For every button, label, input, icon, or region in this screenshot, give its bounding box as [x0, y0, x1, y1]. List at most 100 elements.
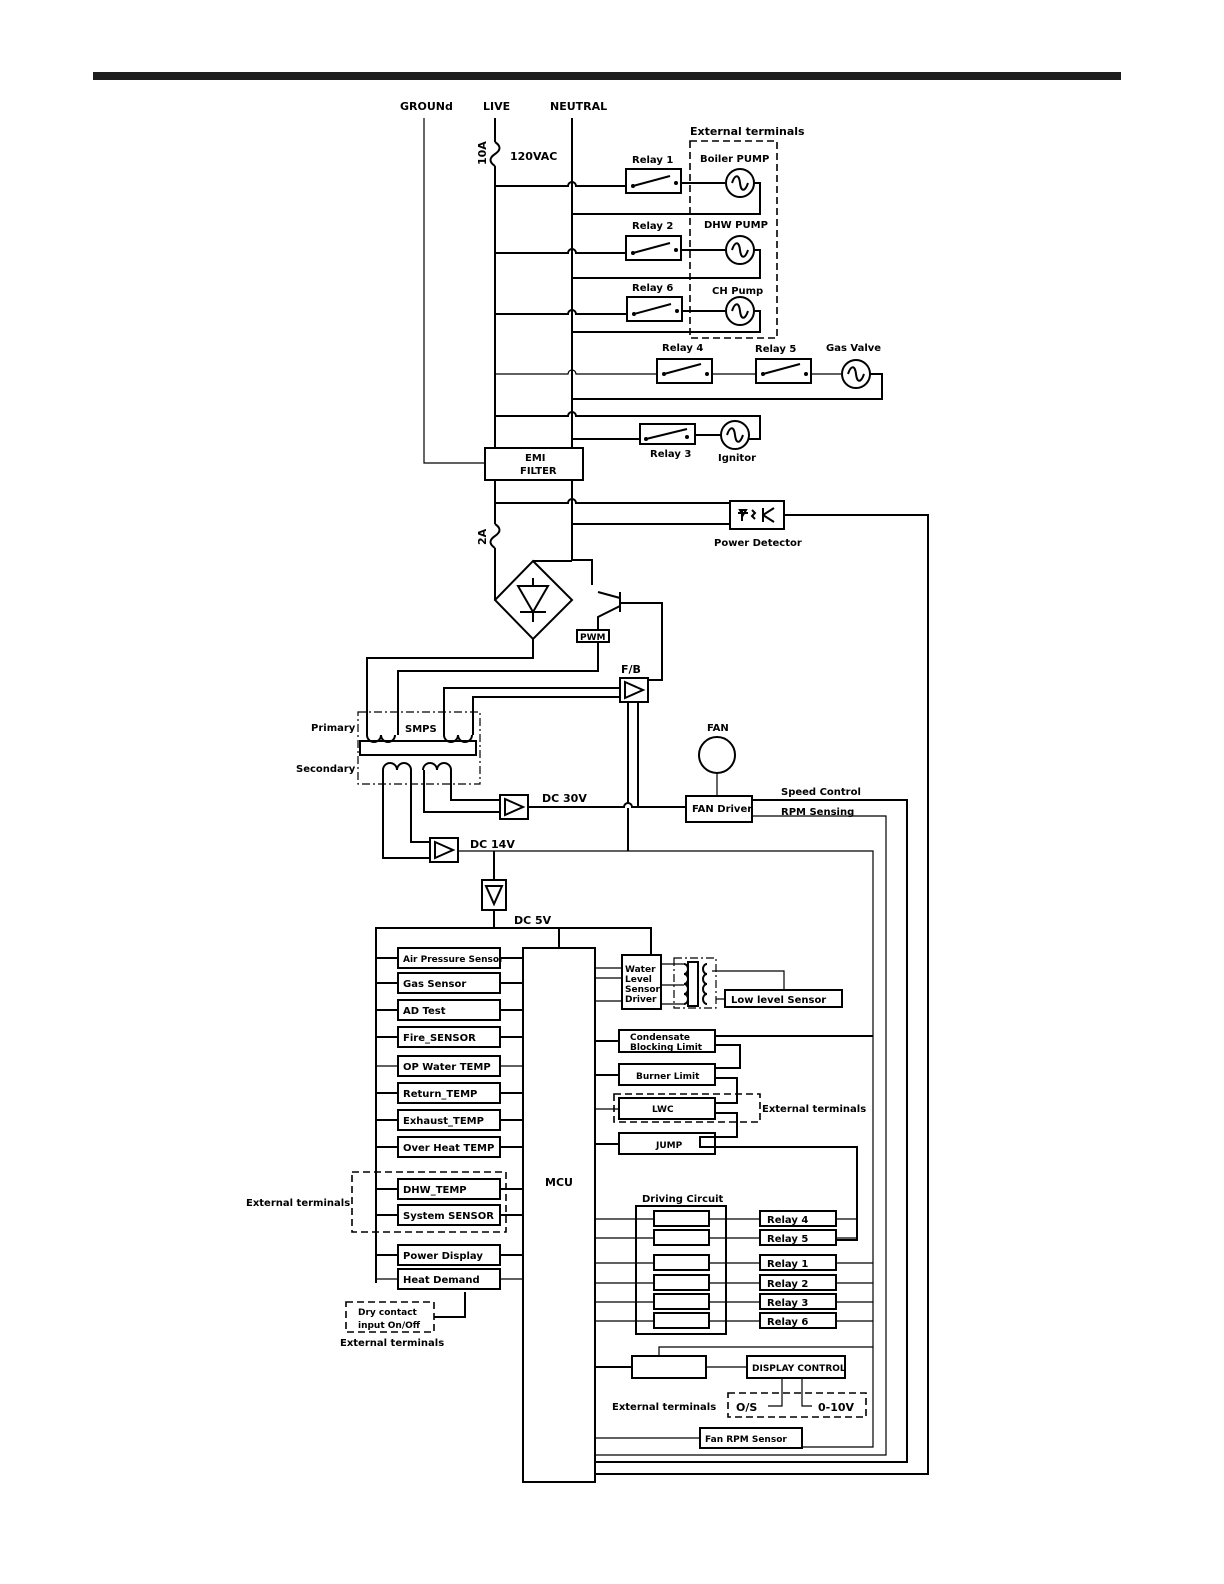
display-ext-label: External terminals: [612, 1402, 716, 1413]
relay-box: [759, 1229, 837, 1246]
external-terminals-sensors-box: [351, 1171, 507, 1233]
external-terminals-sensors-label: External terminals: [246, 1198, 350, 1209]
driver-box: [653, 1312, 710, 1329]
sensor-box: [397, 1026, 501, 1048]
sensor-item: OP Water TEMP: [376, 1055, 523, 1077]
speed-control-label: Speed Control: [781, 787, 861, 798]
sensor-item: Air Pressure Sensor: [376, 947, 523, 969]
sensor-label: Return_TEMP: [403, 1089, 477, 1100]
relay-label: Relay 3: [767, 1298, 808, 1309]
driver-row: Relay 5: [595, 1229, 857, 1246]
burner-limit-label: Burner Limit: [636, 1072, 700, 1082]
sensor-box: [397, 999, 501, 1021]
sensor-box: [397, 972, 501, 994]
fuse-2a-icon: [489, 523, 501, 549]
dry-contact-input: Dry contact input On/Off External termin…: [340, 1292, 466, 1349]
relay-box: [759, 1312, 837, 1329]
relay-2-label: Relay 2: [632, 221, 673, 232]
sensor-item: Power Display: [376, 1244, 523, 1266]
optocoupler-icon: [729, 500, 785, 530]
sensor-label: Power Display: [403, 1251, 483, 1262]
driver-box: [653, 1254, 710, 1271]
dhw-pump-circuit: Relay 2 DHW PUMP: [495, 220, 768, 279]
sensor-label: DHW_TEMP: [403, 1185, 467, 1196]
os-label: O/S: [736, 1401, 757, 1414]
relay-1-label: Relay 1: [632, 155, 673, 166]
mcu-label: MCU: [545, 1176, 573, 1189]
sensor-item: Gas Sensor: [376, 972, 523, 994]
mains-section: GROUNd LIVE NEUTRAL 10A 120VAC: [400, 100, 607, 464]
relay-label: Relay 6: [767, 1317, 808, 1328]
sensor-box: [397, 1082, 501, 1104]
condensate-label-2: Blocking Limit: [630, 1043, 703, 1053]
power-detector-label: Power Detector: [714, 538, 802, 549]
display-control: DISPLAY CONTROL External terminals O/S 0…: [595, 1346, 873, 1449]
sensor-box: [397, 1109, 501, 1131]
ch-pump-icon: [725, 296, 755, 326]
sensor-item: Over Heat TEMP: [376, 1136, 523, 1158]
sensor-label: Air Pressure Sensor: [403, 955, 504, 965]
sensor-label: Heat Demand: [403, 1275, 480, 1286]
wl-line-2: Level: [625, 975, 652, 985]
dry-contact-label-2: input On/Off: [358, 1321, 421, 1331]
driver-box: [653, 1229, 710, 1246]
sensor-item: Return_TEMP: [376, 1082, 523, 1104]
relay-5-switch: [755, 358, 812, 384]
fuse-10a-label: 10A: [476, 141, 489, 165]
rpm-sensing-label: RPM Sensing: [781, 807, 854, 818]
relay-box: [759, 1210, 837, 1227]
fb-label: F/B: [621, 663, 641, 676]
fuse-10a-icon: [489, 141, 501, 167]
smps-label: SMPS: [405, 724, 437, 735]
secondary-label: Secondary: [296, 764, 356, 775]
lwc-ext-label: External terminals: [762, 1104, 866, 1115]
driver-row: Relay 6: [595, 1312, 873, 1329]
emi-filter-label-1: EMI: [525, 453, 546, 464]
ignitor-circuit: Relay 3 Ignitor: [495, 411, 761, 464]
dry-contact-ext-label: External terminals: [340, 1338, 444, 1349]
sensor-label: Gas Sensor: [403, 979, 466, 990]
jump-label: JUMP: [655, 1141, 683, 1151]
sensor-item: System SENSOR: [376, 1204, 523, 1226]
driver-row: Relay 3: [595, 1293, 873, 1310]
neutral-label: NEUTRAL: [550, 100, 607, 113]
dry-contact-label-1: Dry contact: [358, 1308, 418, 1318]
ch-pump-circuit: Relay 6 CH Pump: [495, 283, 763, 333]
relay-label: Relay 4: [767, 1215, 808, 1226]
relay-3-top-label: Relay 3: [650, 449, 691, 460]
pwm-box: [576, 629, 610, 643]
driver-box: [653, 1274, 710, 1291]
emi-filter: EMI FILTER: [484, 447, 584, 481]
water-level-sensor-driver: Water Level Sensor Driver Low level Sens…: [595, 954, 843, 1010]
pwm-switch: PWM: [397, 591, 663, 735]
ground-wire: [423, 118, 485, 464]
boiler-pump-circuit: Relay 1 Boiler PUMP: [495, 154, 769, 215]
fan-icon: [698, 736, 736, 774]
wl-line-3: Sensor: [625, 985, 661, 995]
gas-valve-circuit: Relay 4 Relay 5 Gas Valve: [495, 343, 883, 400]
dc5-label: DC 5V: [514, 914, 552, 927]
sensor-item: Heat Demand: [376, 1268, 523, 1290]
live-label: LIVE: [483, 100, 510, 113]
wl-line-4: Driver: [625, 995, 657, 1005]
dc30-regulator: DC 30V: [499, 792, 686, 820]
gas-valve-label: Gas Valve: [826, 343, 881, 354]
fan-driver-label: FAN Driver: [692, 804, 752, 815]
sensor-label: Fire_SENSOR: [403, 1033, 476, 1044]
ch-pump-label: CH Pump: [712, 286, 763, 297]
driver-row: Relay 4: [595, 1210, 857, 1227]
ignitor-label: Ignitor: [718, 453, 756, 464]
dc30-label: DC 30V: [542, 792, 587, 805]
dc14-label: DC 14V: [470, 838, 515, 851]
external-terminals-pumps-label: External terminals: [690, 125, 805, 138]
relay-4-top-label: Relay 4: [662, 343, 703, 354]
dc5-regulator: DC 5V: [375, 879, 652, 1283]
driving-circuit-label: Driving Circuit: [642, 1194, 724, 1205]
relay-box: [759, 1254, 837, 1271]
relay-label: Relay 1: [767, 1259, 808, 1270]
sensor-box: [397, 947, 501, 969]
driver-row: Relay 1: [595, 1254, 873, 1271]
fan-section: FAN FAN Driver Speed Control RPM Sensing: [585, 723, 908, 1463]
